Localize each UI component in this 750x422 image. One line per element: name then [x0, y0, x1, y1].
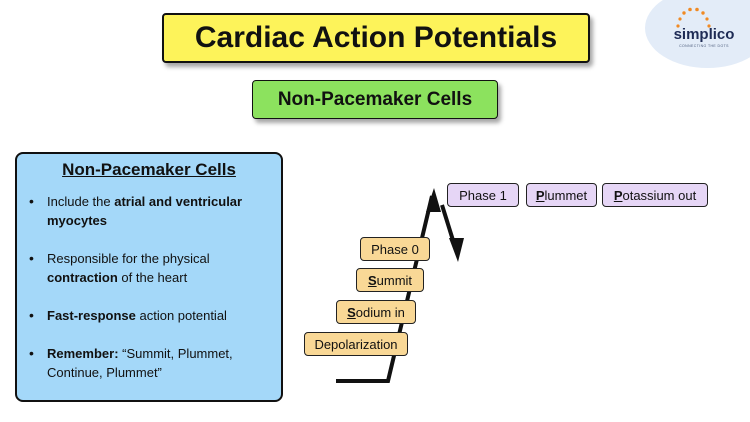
bullet-item: Fast-response action potential [17, 306, 273, 325]
bullet-item: Include the atrial and ventricular myocy… [17, 192, 273, 230]
bullet-item: Responsible for the physical contraction… [17, 249, 273, 287]
panel-heading: Non-Pacemaker Cells [62, 160, 236, 179]
page-title: Cardiac Action Potentials [162, 13, 590, 63]
bullet-item: Remember: “Summit, Plummet, Continue, Pl… [17, 344, 273, 382]
phase0-label: Phase 0 [360, 237, 430, 261]
logo-tagline: CONNECTING THE DOTS [679, 44, 729, 48]
logo-wordmark: simplico [673, 26, 735, 43]
arrow-up-icon [426, 188, 441, 212]
logo-dots-icon [676, 7, 711, 28]
arrow-down-icon [449, 238, 464, 262]
bullet-list: Include the atrial and ventricular myocy… [17, 192, 281, 382]
page-subtitle: Non-Pacemaker Cells [252, 80, 498, 119]
phase1-label: Phase 1 [447, 183, 519, 207]
info-panel: Non-Pacemaker Cells Include the atrial a… [15, 152, 283, 402]
depolarization-tag: Depolarization [304, 332, 408, 356]
